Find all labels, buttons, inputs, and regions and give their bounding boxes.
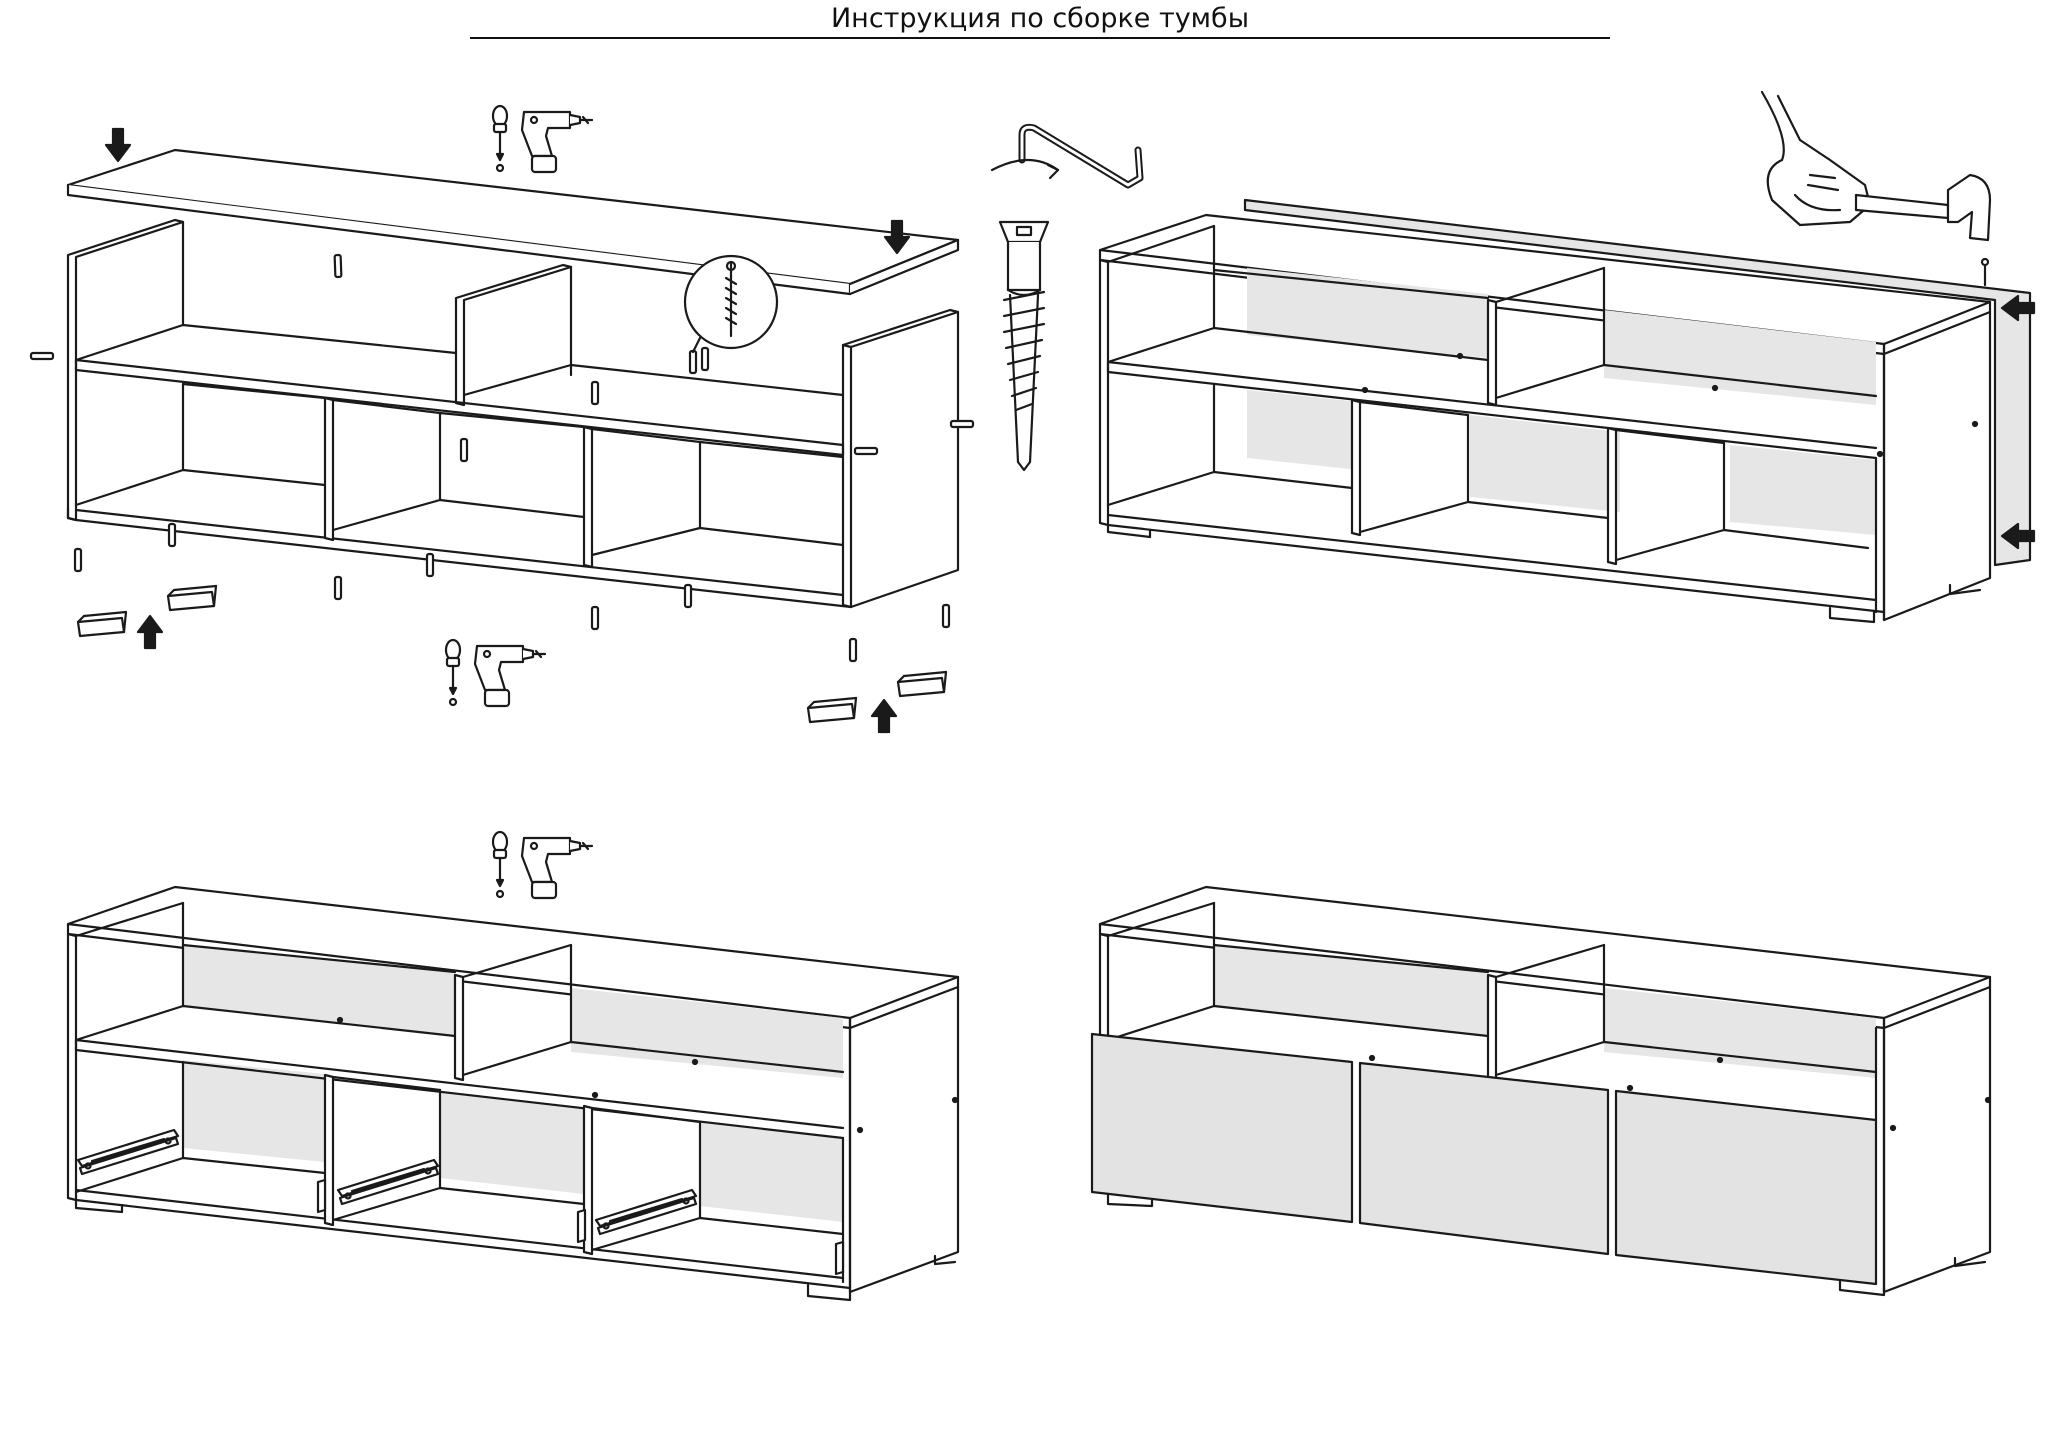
arrow-icon xyxy=(104,127,132,163)
foot-block xyxy=(896,670,948,698)
foot-block xyxy=(166,584,218,612)
drawer-runner xyxy=(76,1128,180,1176)
foot-block xyxy=(806,696,858,724)
arrow-icon xyxy=(870,698,898,734)
step-back-panel-install xyxy=(1098,90,2036,624)
hammer-icon xyxy=(1854,173,1992,287)
title-underline xyxy=(470,37,1610,39)
drawer-front-left xyxy=(1090,1032,1354,1224)
hex-key-icon xyxy=(990,123,1144,189)
screw-detail xyxy=(683,254,779,354)
step-drawer-fronts-install xyxy=(1090,885,1992,1297)
drawer-front-middle xyxy=(1358,1061,1610,1256)
page-title: Инструкция по сборке тумбы xyxy=(830,3,1250,34)
drawer-runner xyxy=(336,1158,440,1206)
step-frame-assembly xyxy=(29,104,975,734)
confirmat-screw-icon xyxy=(998,220,1050,472)
drawer-front-right xyxy=(1614,1089,1878,1286)
hand-icon xyxy=(1760,90,1872,227)
drawer-runner xyxy=(594,1188,698,1236)
arrow-icon xyxy=(136,614,164,650)
step-drawer-runners-install xyxy=(66,830,960,1302)
foot-block xyxy=(76,610,128,638)
